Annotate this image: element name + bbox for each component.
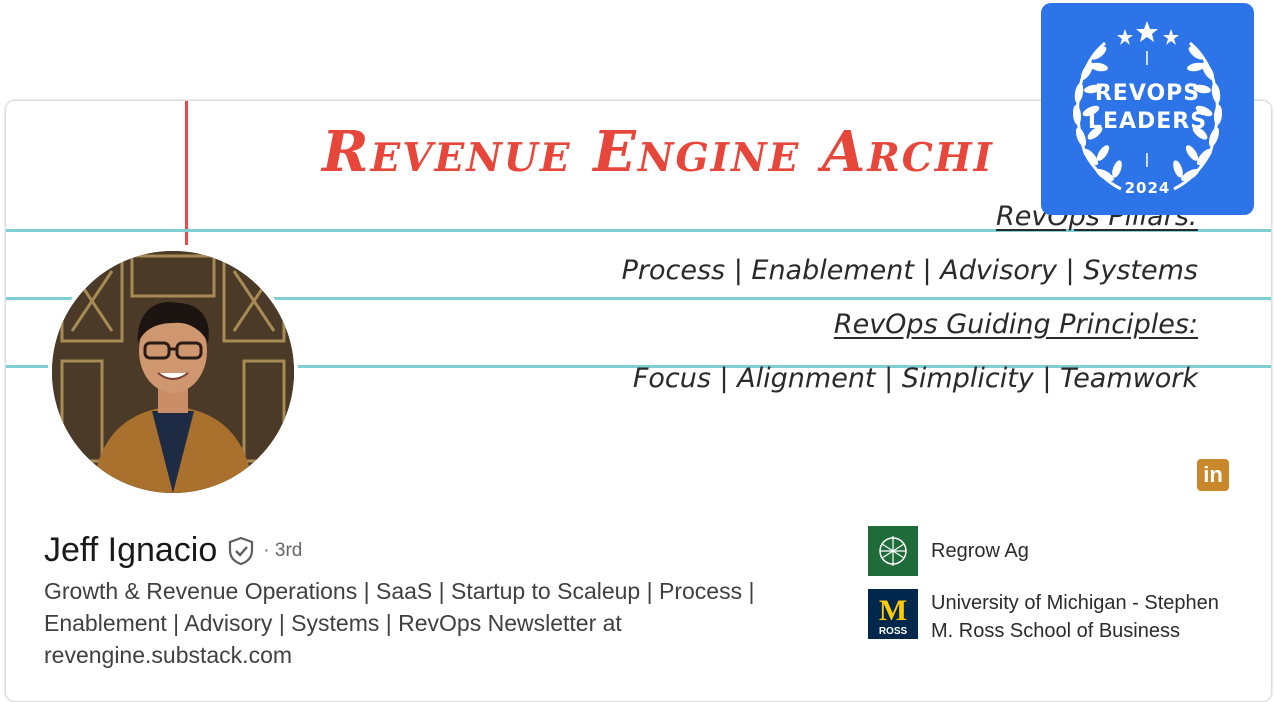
avatar[interactable] bbox=[48, 247, 298, 497]
badge-line-1: REVOPS bbox=[1094, 81, 1201, 106]
org-name: Regrow Ag bbox=[931, 540, 1029, 562]
svg-text:ROSS: ROSS bbox=[879, 626, 908, 637]
laurel-wreath-icon bbox=[1072, 21, 1223, 191]
badge-year: 2024 bbox=[1124, 179, 1171, 197]
pillars-text: Process | Enablement | Advisory | System… bbox=[621, 255, 1198, 286]
org-item-regrow[interactable]: Regrow Ag bbox=[868, 526, 1221, 576]
michigan-ross-logo-icon: M ROSS bbox=[868, 589, 918, 639]
svg-text:M: M bbox=[879, 594, 907, 627]
principles-text: Focus | Alignment | Simplicity | Teamwor… bbox=[632, 363, 1198, 394]
notebook-line bbox=[6, 229, 1271, 232]
margin-line bbox=[185, 101, 188, 245]
notebook-line bbox=[6, 297, 1271, 300]
org-item-umich-ross[interactable]: M ROSS University of Michigan - Stephen … bbox=[868, 589, 1221, 645]
regrow-logo-icon bbox=[868, 526, 918, 576]
org-name: University of Michigan - Stephen M. Ross… bbox=[931, 592, 1219, 642]
badge-line-2: LEADERS bbox=[1087, 109, 1208, 134]
profile-headline: Growth & Revenue Operations | SaaS | Sta… bbox=[44, 578, 755, 668]
profile-photo bbox=[52, 251, 294, 493]
connection-degree: · 3rd bbox=[263, 539, 303, 561]
principles-heading: RevOps Guiding Principles: bbox=[833, 309, 1198, 340]
verified-shield-icon[interactable] bbox=[227, 536, 255, 566]
linkedin-icon[interactable]: in bbox=[1197, 459, 1229, 491]
name-row: Jeff Ignacio · 3rd bbox=[44, 531, 302, 570]
banner-title: Revenue Engine Archi bbox=[322, 119, 994, 185]
notebook-line bbox=[6, 365, 1271, 368]
revops-leaders-badge: REVOPS LEADERS 2024 bbox=[1041, 3, 1254, 215]
profile-name: Jeff Ignacio bbox=[44, 531, 218, 569]
